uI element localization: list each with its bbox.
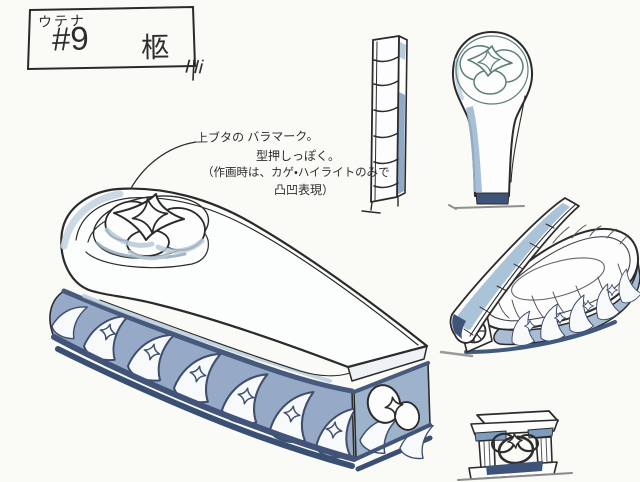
top-view-rose-emblem bbox=[455, 35, 529, 105]
cut-number: #9 bbox=[51, 19, 90, 58]
title-box-border bbox=[26, 5, 197, 81]
subject-title: 柩 bbox=[140, 31, 170, 64]
ornament-band bbox=[49, 288, 360, 462]
annotation-line-2: 型押しっぽく。 bbox=[256, 149, 341, 163]
open-lid-view-drawing bbox=[439, 197, 640, 358]
top-view-drawing bbox=[448, 31, 534, 210]
annotation-line-1: 上ブタの バラマーク。 bbox=[195, 128, 319, 146]
artist-signature: Hi bbox=[184, 56, 204, 79]
annotation-line-4: 凸凹表現） bbox=[274, 183, 335, 197]
main-coffin-three-quarter-view bbox=[49, 187, 436, 472]
rose-emblem bbox=[92, 193, 210, 261]
end-view-drawing bbox=[457, 410, 573, 481]
foot-end-face bbox=[352, 361, 436, 463]
side-view-drawing bbox=[361, 35, 408, 214]
annotation-line-3: （作画時は、カゲ・ハイライトのみで bbox=[202, 167, 390, 179]
leader-line bbox=[126, 141, 197, 197]
